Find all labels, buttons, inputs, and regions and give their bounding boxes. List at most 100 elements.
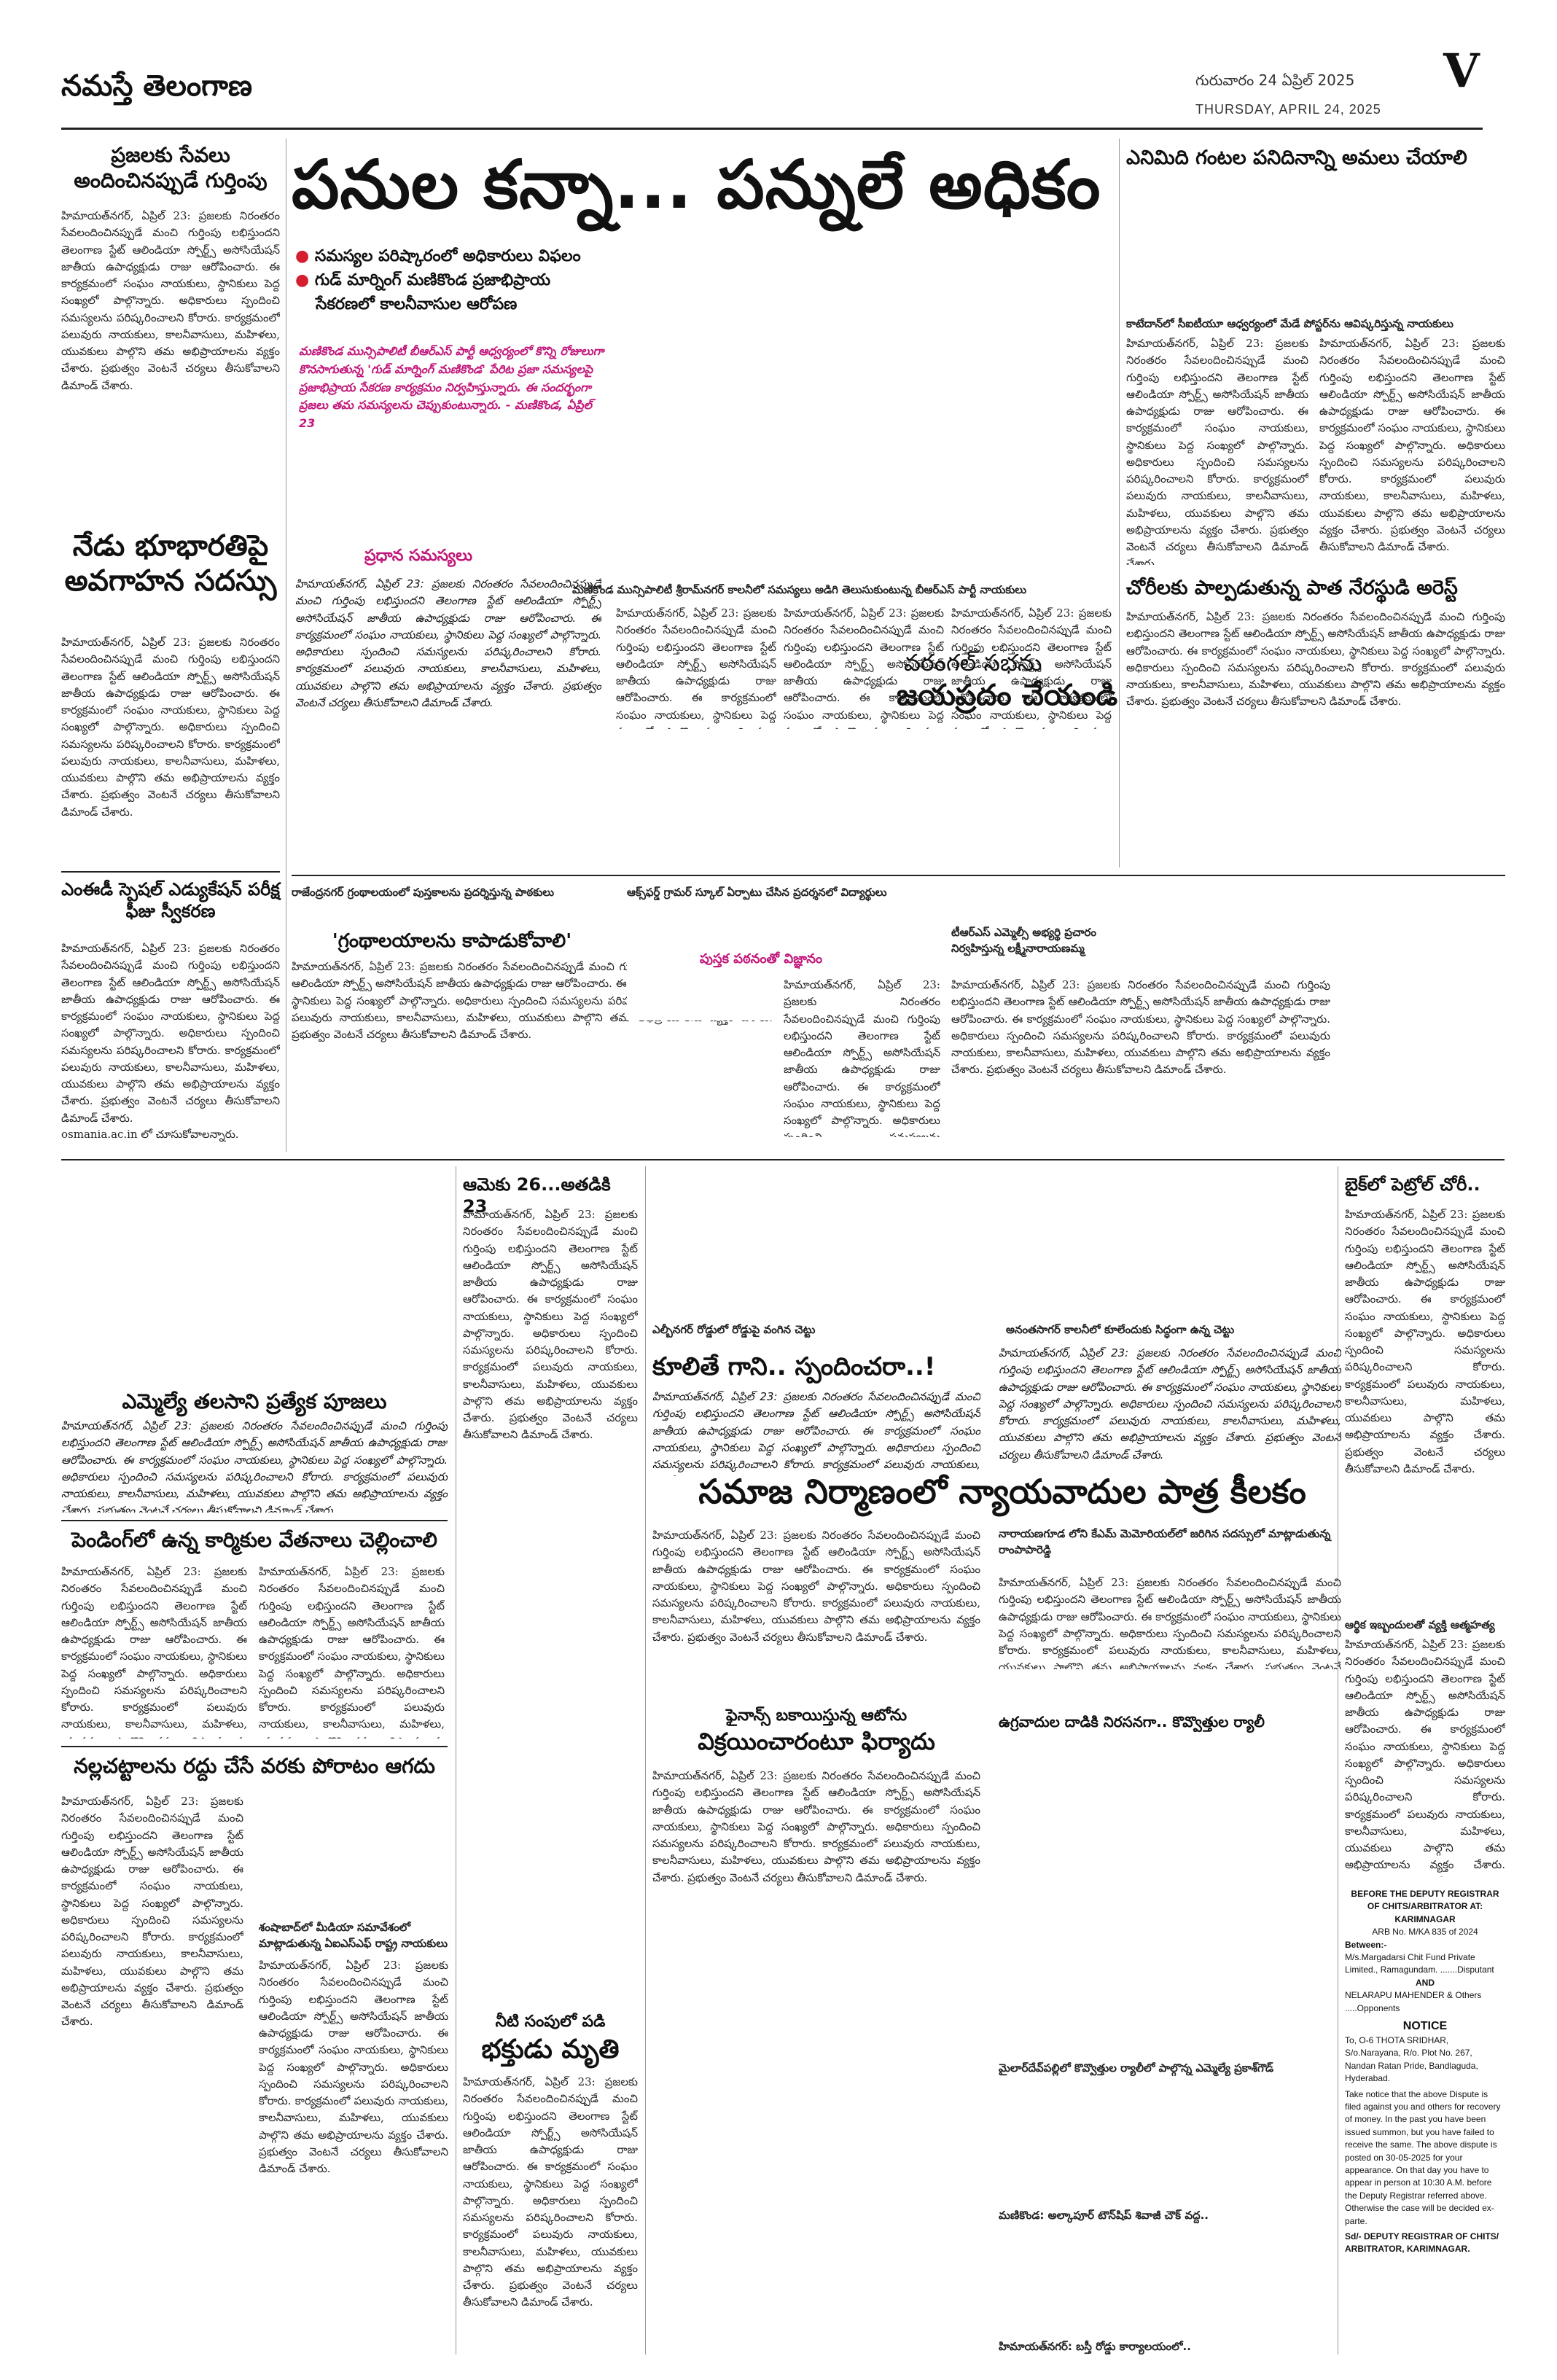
right-story2-headline: చోరీలకు పాల్పడుతున్న పాత నేరస్థుడి అరెస్…	[1126, 577, 1458, 599]
aame-body: హిమాయత్‌నగర్, ఏప్రిల్ 23: ప్రజలకు నిరంతర…	[463, 1208, 638, 1442]
nalla-body2: హిమాయత్‌నగర్, ఏప్రిల్ 23: ప్రజలకు నిరంతర…	[259, 1959, 448, 2175]
left-story2-headline: నేడు భూభారతిపై అవగాహన సదస్సు	[64, 529, 277, 598]
warangal-line1: వరంగల్ సభను	[904, 649, 1042, 676]
lead-bullets: ● సమస్యల పరిష్కారంలో అధికారులు విఫలం ● గ…	[295, 244, 601, 316]
library-body3: హిమాయత్‌నగర్, ఏప్రిల్ 23: ప్రజలకు నిరంతర…	[951, 978, 1330, 1077]
lawyers-kicker: నారాయణగూడ లోని కేఎమ్ మెమోరియల్‌లో జరిగిన…	[999, 1527, 1331, 1556]
warangal-line2: జయప్రదం చేయండి	[897, 679, 1118, 712]
header-rule	[61, 128, 1483, 130]
bullet-icon: ●	[295, 247, 310, 265]
tree-kicker: అనంతసాగర్ కాలనీలో కూలేందుకు సిద్ధంగా ఉన్…	[1006, 1323, 1235, 1336]
notice-sign: Sd/- DEPUTY REGISTRAR OF CHITS/ ARBITRAT…	[1345, 2231, 1499, 2255]
finance-body: హిమాయత్‌నగర్, ఏప్రిల్ 23: ప్రజలకు నిరంతర…	[652, 1769, 980, 1884]
library-headline: 'గ్రంథాలయాలను కాపాడుకోవాలి'	[332, 930, 572, 952]
lead-subhead: ప్రధాన సమస్యలు	[364, 547, 473, 565]
left-story3-link[interactable]: osmania.ac.in లో చూసుకోవాలన్నారు.	[61, 1128, 239, 1141]
devotee-kicker: నీటి సంపులో పడి	[495, 2013, 606, 2031]
page-letter: V	[1443, 44, 1480, 98]
left-divider	[61, 871, 280, 873]
mla-body: హిమాయత్‌నగర్, ఏప్రిల్ 23: ప్రజలకు నిరంతర…	[61, 1419, 448, 1513]
kool-body: హిమాయత్‌నగర్, ఏప్రిల్ 23: ప్రజలకు నిరంతర…	[652, 1390, 980, 1476]
pending-headline: పెండింగ్‌లో ఉన్న కార్మికుల వేతనాలు చెల్ల…	[71, 1528, 437, 1552]
notice-court: BEFORE THE DEPUTY REGISTRAR OF CHITS/ARB…	[1351, 1889, 1499, 1924]
nalla-headline: నల్లచట్టాలను రద్దు చేసే వరకు పోరాటం ఆగదు	[74, 1754, 435, 1778]
notice-petitioner: M/s.Margadarsi Chit Fund Private Limited…	[1345, 1951, 1494, 1975]
bike-headline: బైక్‌లో పెట్రోల్ చోరీ..	[1345, 1174, 1480, 1195]
lead-photo-caption: మణికొండ మున్సిపాలిటీ శ్రీరామ్‌నగర్ కాలనీ…	[572, 583, 1027, 596]
lead-body-col1: హిమాయత్‌నగర్, ఏప్రిల్ 23: ప్రజలకు నిరంతర…	[616, 606, 776, 729]
bike-subhead: ఆర్థిక ఇబ్బందులతో వ్యక్తి ఆత్మహత్య	[1345, 1618, 1495, 1631]
protest-photo2	[999, 2077, 1341, 2201]
left-story1-headline: ప్రజలకు సేవలు అందించినప్పుడే గుర్తింపు	[74, 143, 268, 192]
library-photo	[292, 904, 612, 1072]
notice-to: To, O-6 THOTA SRIDHAR, S/o.Narayana, R/o…	[1345, 2035, 1478, 2084]
notice-title: NOTICE	[1402, 2019, 1448, 2032]
aame-headline: ఆమెకు 26...అతడికి 23	[463, 1174, 611, 1217]
bullet-icon: ●	[295, 271, 310, 289]
devotee-headline: భక్తుడు మృతి	[481, 2034, 620, 2064]
library-kicker: రాజేంద్రనగర్ గ్రంథాలయంలో పుస్తకాలను ప్రద…	[292, 886, 555, 899]
library-photo2	[627, 904, 933, 1021]
notice-arb: ARB No. M/KA 835 of 2024	[1372, 1927, 1478, 1938]
protest-caption1: మైలార్‌దేవ్‌పల్లిలో కొవ్వొత్తుల ర్యాలీలో…	[999, 2061, 1274, 2075]
kool-headline-text: కూలితే గాని.. స్పందించరా..!	[652, 1352, 936, 1381]
lead-photo	[616, 241, 1112, 561]
library-kicker2: ఆక్స్‌ఫర్డ్ గ్రామర్ స్కూల్ ఏర్పాటు చేసిన…	[627, 886, 887, 899]
right-story1-photo	[1126, 179, 1505, 310]
pending-body1: హిమాయత్‌నగర్, ఏప్రిల్ 23: ప్రజలకు నిరంతర…	[61, 1565, 247, 1739]
devotee-body: హిమాయత్‌నగర్, ఏప్రిల్ 23: ప్రజలకు నిరంతర…	[463, 2075, 638, 2309]
protest-caption3: హిమాయత్‌నగర్: బస్తీ రోడ్డు కార్యాలయంలో..	[999, 2340, 1191, 2353]
mla-headline: ఎమ్మెల్యే తలసాని ప్రత్యేక పూజలు	[122, 1389, 387, 1413]
lead-bullet-2: గుడ్ మార్నింగ్ మణికొండ ప్రజాభిప్రాయ	[314, 271, 551, 289]
masthead: నమస్తే తెలంగాణ	[61, 69, 253, 103]
kool-photo	[652, 1166, 1119, 1312]
right-story1-col2: హిమాయత్‌నగర్, ఏప్రిల్ 23: ప్రజలకు నిరంతర…	[1319, 337, 1505, 553]
col-divider-4	[645, 1166, 646, 2354]
lead-headline: పనుల కన్నా... పన్నులే అధికం	[292, 146, 1101, 224]
kool-kicker: ఎల్బీనగర్ రోడ్డులో రోడ్డుపై వంగిన చెట్టు	[652, 1323, 816, 1336]
notice-and: AND	[1416, 1977, 1435, 1988]
lawyers-body: హిమాయత్‌నగర్, ఏప్రిల్ 23: ప్రజలకు నిరంతర…	[652, 1529, 980, 1644]
left-story3-headline: ఎంఈడీ స్పెషల్ ఎడ్యుకేషన్ పరీక్ష ఫీజు స్వ…	[61, 879, 280, 921]
finance-kicker: ఫైనాన్స్ బకాయిస్తున్న ఆటోను	[725, 1706, 908, 1725]
right-story1-col1: హిమాయత్‌నగర్, ఏప్రిల్ 23: ప్రజలకు నిరంతర…	[1126, 337, 1308, 565]
nalla-caption: శంషాబాద్‌లో మీడియా సమావేశంలో మాట్లాడుతున…	[259, 1921, 448, 1950]
library-body2: హిమాయత్‌నగర్, ఏప్రిల్ 23: ప్రజలకు నిరంతర…	[784, 978, 940, 1137]
protest-photo3	[999, 2227, 1341, 2336]
bike-body2: హిమాయత్‌నగర్, ఏప్రిల్ 23: ప్రజలకు నిరంతర…	[1345, 1638, 1505, 1877]
mla-rule	[61, 1520, 448, 1521]
lawyers-headline: సమాజ నిర్మాణంలో న్యాయవాదుల పాత్ర కీలకం	[698, 1472, 1306, 1511]
nalla-body1: హిమాయత్‌నగర్, ఏప్రిల్ 23: ప్రజలకు నిరంతర…	[61, 1795, 243, 2029]
lead-body-col3: హిమాయత్‌నగర్, ఏప్రిల్ 23: ప్రజలకు నిరంతర…	[951, 606, 1112, 729]
legal-notice: BEFORE THE DEPUTY REGISTRAR OF CHITS/ARB…	[1345, 1888, 1505, 2354]
date-telugu: గురువారం 24 ఏప్రిల్ 2025	[1195, 71, 1355, 89]
lawyers-photo	[999, 1567, 1341, 1640]
finance-headline: విక్రయించారంటూ ఫిర్యాదు	[698, 1728, 935, 1755]
right-story2-body: హిమాయత్‌నగర్, ఏప్రిల్ 23: ప్రజలకు నిరంతర…	[1126, 610, 1505, 709]
library-subhead2: పుస్తక పఠనంతో విజ్ఞానం	[700, 951, 823, 967]
notice-body: Take notice that the above Dispute is fi…	[1345, 2088, 1501, 2226]
mla-photo	[61, 1166, 448, 1385]
pending-body2: హిమాయత్‌నగర్, ఏప్రిల్ 23: ప్రజలకు నిరంతర…	[259, 1565, 445, 1739]
lead-points: హిమాయత్‌నగర్, ఏప్రిల్ 23: ప్రజలకు నిరంతర…	[295, 577, 601, 709]
protest-headline: ఉగ్రవాదుల దాడికి నిరసనగా.. కొవ్వొత్తుల ర…	[999, 1713, 1265, 1731]
mid-rule	[292, 875, 1505, 876]
left-story1-body: హిమాయత్‌నగర్, ఏప్రిల్ 23: ప్రజలకు నిరంతర…	[61, 209, 280, 392]
right-story1-caption: కాటేదాన్‌లో సీఐటీయూ ఆధ్వర్యంలో మేడే పోస్…	[1126, 317, 1453, 330]
tree-body: హిమాయత్‌నగర్, ఏప్రిల్ 23: ప్రజలకు నిరంతర…	[999, 1346, 1341, 1462]
bike-body: హిమాయత్‌నగర్, ఏప్రిల్ 23: ప్రజలకు నిరంతర…	[1345, 1208, 1505, 1475]
protest-photo1	[999, 1742, 1341, 2056]
lead-pink-intro: మణికొండ మున్సిపాలిటీ బీఆర్ఎస్ పార్టీ ఆధ్…	[299, 344, 604, 431]
library-photo3	[1126, 886, 1505, 966]
nalla-photo	[259, 1793, 448, 1917]
protest-caption2: మణికొండ: అల్కాపూర్ టౌన్‌షిప్ శివాజీ చౌక్…	[999, 2209, 1209, 2222]
lead-bullet-1: సమస్యల పరిష్కారంలో అధికారులు విఫలం	[314, 247, 581, 265]
lower-rule	[61, 1159, 1505, 1160]
notice-respondent: NELARAPU MAHENDER & Others .....Opponent…	[1345, 1990, 1482, 2013]
left-story3-body: హిమాయత్‌నగర్, ఏప్రిల్ 23: ప్రజలకు నిరంతర…	[61, 942, 280, 1123]
kool-headline: కూలితే గాని.. స్పందించరా..!	[652, 1352, 1002, 1387]
lead-body-col2: హిమాయత్‌నగర్, ఏప్రిల్ 23: ప్రజలకు నిరంతర…	[784, 606, 944, 729]
notice-between: Between:-	[1345, 1939, 1387, 1950]
left-story2-body: హిమాయత్‌నగర్, ఏప్రిల్ 23: ప్రజలకు నిరంతర…	[61, 636, 280, 819]
lawyers-body2: హిమాయత్‌నగర్, ఏప్రిల్ 23: ప్రజలకు నిరంతర…	[999, 1576, 1341, 1669]
